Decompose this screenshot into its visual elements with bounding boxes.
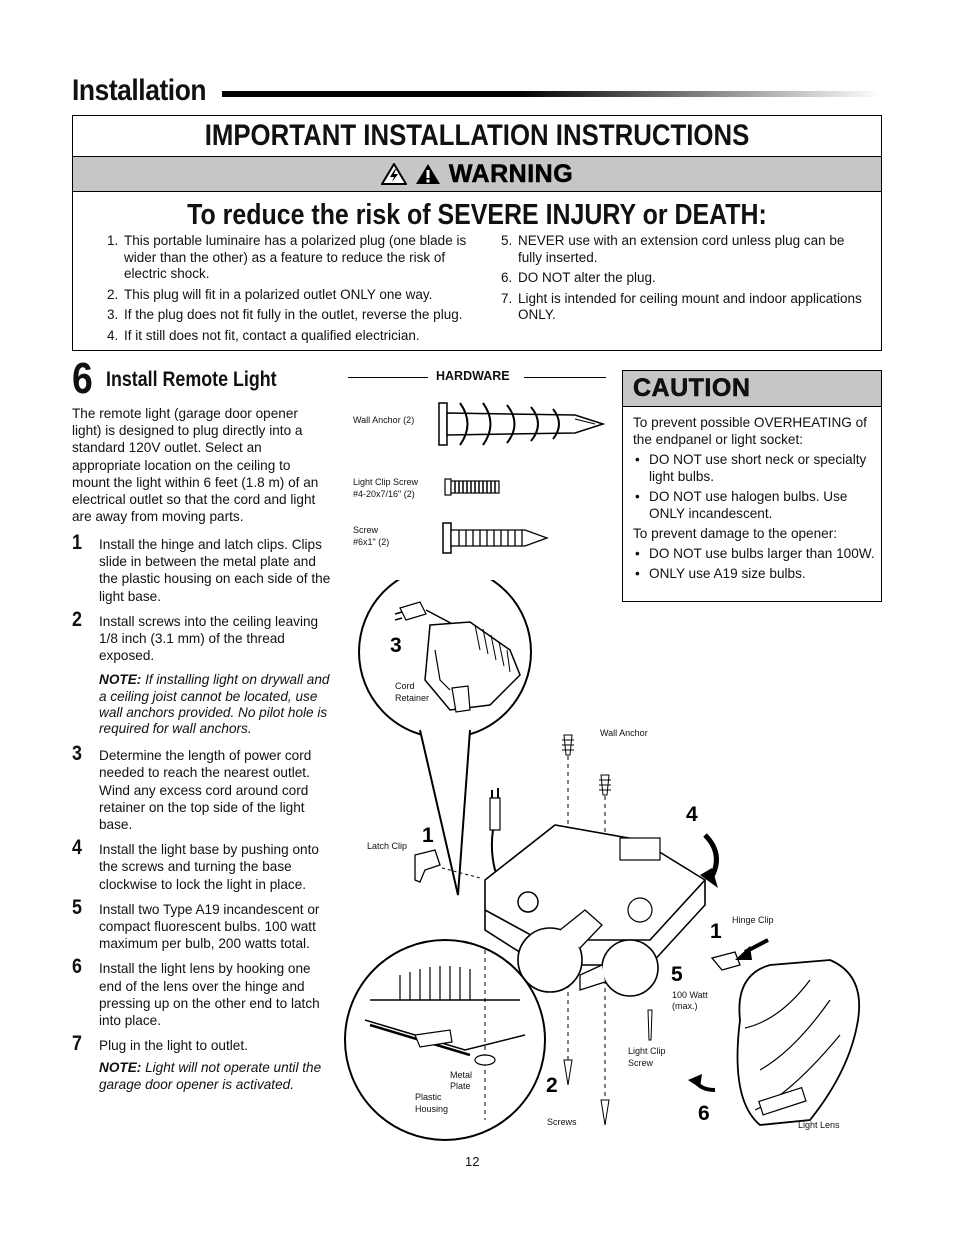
light-base — [484, 824, 707, 966]
note-activation: NOTE: Light will not operate until the g… — [99, 1060, 322, 1092]
callout-2: 2 — [546, 1074, 558, 1097]
clip-detail-inset — [344, 891, 546, 1141]
caution-box: CAUTION To prevent possible OVERHEATING … — [622, 370, 882, 602]
caution-opener-list: DO NOT use bulbs larger than 100W. ONLY … — [633, 545, 877, 582]
warning-triangle-icon — [415, 164, 440, 184]
label-light-lens: Light Lens — [798, 1120, 840, 1130]
warning-item: 1.This portable luminaire has a polarize… — [107, 233, 467, 281]
warning-item: 2.This plug will fit in a polarized outl… — [107, 286, 433, 302]
caution-item: DO NOT use halogen bulbs. Use ONLY incan… — [633, 488, 877, 522]
step-number: 6 — [72, 354, 93, 403]
caution-overheating-intro: To prevent possible OVERHEATING of the e… — [633, 415, 867, 447]
warning-item: 6.DO NOT alter the plug. — [501, 270, 656, 285]
warning-item: 7.Light is intended for ceiling mount an… — [501, 290, 862, 323]
caution-body: To prevent possible OVERHEATING of the e… — [633, 414, 877, 585]
warning-band: WARNING — [73, 156, 881, 192]
hardware-screw-label: Screw #6x1" (2) — [353, 525, 390, 547]
callout-1-latch: 1 — [422, 824, 434, 847]
light-lens — [688, 959, 860, 1126]
assembly-diagram: Cord Retainer Wall Anchor — [344, 580, 860, 1141]
caution-opener-intro: To prevent damage to the opener: — [633, 526, 838, 541]
label-metal-plate-line1: Metal — [450, 1070, 472, 1080]
caution-item: ONLY use A19 size bulbs. — [633, 565, 877, 582]
light-clip-screw-icon — [444, 478, 500, 496]
hardware-rule-right — [524, 377, 606, 378]
step-title: Install Remote Light — [106, 368, 277, 391]
warning-box: IMPORTANT INSTALLATION INSTRUCTIONS WARN… — [72, 115, 882, 351]
latch-clip — [414, 849, 481, 883]
intro-paragraph: The remote light (garage door opener lig… — [72, 406, 319, 525]
label-latch-clip: Latch Clip — [367, 841, 407, 851]
label-light-clip-screw-line1: Light Clip — [628, 1046, 666, 1056]
warning-item: 4.If it still does not fit, contact a qu… — [107, 327, 420, 343]
warning-list-left: 1.This portable luminaire has a polarize… — [107, 233, 467, 348]
hinge-clip — [710, 938, 769, 971]
label-screws: Screws — [547, 1117, 577, 1127]
label-cord-retainer-line2: Retainer — [395, 693, 429, 703]
hardware-wall-anchor-label: Wall Anchor (2) — [353, 415, 415, 425]
light-bulbs — [517, 909, 659, 997]
rotate-arrow-icon — [700, 868, 718, 888]
important-title: IMPORTANT INSTALLATION INSTRUCTIONS — [204, 119, 750, 152]
caution-band: CAUTION — [623, 371, 881, 407]
electric-hazard-icon — [380, 163, 407, 185]
caution-item: DO NOT use short neck or specialty light… — [633, 451, 877, 485]
hardware-light-clip-screw-label: Light Clip Screw #4-20x7/16" (2) — [353, 477, 419, 499]
label-100-watt-line2: (max.) — [672, 1001, 698, 1011]
label-plastic-housing-line1: Plastic — [415, 1092, 442, 1102]
label-light-clip-screw-line2: Screw — [628, 1058, 654, 1068]
caution-word: CAUTION — [633, 374, 751, 403]
warning-item: 3.If the plug does not fit fully in the … — [107, 307, 463, 322]
callout-5: 5 — [671, 963, 683, 986]
risk-title: To reduce the risk of SEVERE INJURY or D… — [187, 199, 767, 231]
hardware-rule-left — [348, 377, 428, 378]
callout-1-hinge: 1 — [710, 920, 722, 943]
label-hinge-clip: Hinge Clip — [732, 915, 774, 925]
page-number: 12 — [465, 1154, 480, 1169]
screw-icon — [442, 522, 549, 554]
warning-word: WARNING — [448, 159, 574, 188]
caution-overheating-list: DO NOT use short neck or specialty light… — [633, 451, 877, 522]
label-wall-anchor: Wall Anchor — [600, 728, 648, 738]
label-metal-plate-line2: Plate — [450, 1081, 471, 1091]
section-title: Installation — [72, 74, 207, 107]
note-drywall: NOTE: If installing light on drywall and… — [99, 672, 330, 737]
hardware-label: HARDWARE — [436, 369, 510, 383]
warning-item: 5.NEVER use with an extension cord unles… — [501, 233, 845, 265]
callout-4: 4 — [686, 803, 698, 826]
callout-3: 3 — [390, 634, 402, 657]
warning-list-right: 5.NEVER use with an extension cord unles… — [501, 233, 866, 328]
callout-6: 6 — [698, 1102, 710, 1125]
label-cord-retainer-line1: Cord — [395, 681, 415, 691]
hardware-illustrations — [438, 402, 606, 554]
cord-retainer-inset — [358, 580, 532, 739]
wall-anchor-icon — [438, 402, 606, 446]
caution-item: DO NOT use bulbs larger than 100W. — [633, 545, 877, 562]
title-rule — [222, 91, 882, 97]
label-plastic-housing-line2: Housing — [415, 1104, 448, 1114]
label-100-watt-line1: 100 Watt — [672, 990, 708, 1000]
